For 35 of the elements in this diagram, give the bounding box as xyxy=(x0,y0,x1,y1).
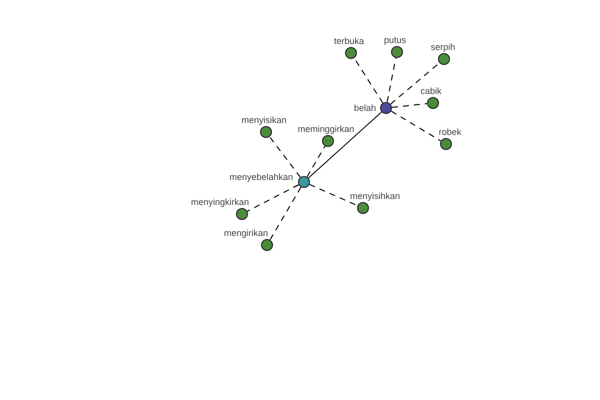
edge-line xyxy=(309,184,358,206)
node-label: cabik xyxy=(420,86,442,96)
edge-line xyxy=(246,184,300,212)
node-label: serpih xyxy=(430,42,456,52)
node-dot xyxy=(260,126,272,138)
edge-line xyxy=(270,186,302,240)
node-label: robek xyxy=(438,127,462,137)
node-dot xyxy=(380,102,392,114)
node-dot xyxy=(322,135,334,147)
edge-line xyxy=(390,110,442,142)
node-dot xyxy=(261,239,273,251)
node-label: belah xyxy=(354,103,376,113)
node-label: menyisikan xyxy=(241,115,287,125)
node-dot xyxy=(357,202,369,214)
node-label: terbuka xyxy=(334,36,364,46)
node-dot xyxy=(298,176,310,188)
node-label: putus xyxy=(384,35,406,45)
node-dot xyxy=(427,97,439,109)
edge-line xyxy=(269,136,301,178)
edge-line xyxy=(390,62,440,105)
edge-line xyxy=(306,146,326,178)
node-label: mengirikan xyxy=(224,228,268,238)
node-dot xyxy=(438,53,450,65)
edge-line xyxy=(308,112,382,178)
edge-line xyxy=(386,57,396,103)
edge-line xyxy=(391,103,428,108)
node-label: menyebelahkan xyxy=(229,172,293,182)
node-label: meminggirkan xyxy=(298,124,354,134)
node-dot xyxy=(391,46,403,58)
node-label: menyisihkan xyxy=(350,191,400,201)
node-label: menyingkirkan xyxy=(190,197,250,207)
node-dot xyxy=(236,208,248,220)
edge-line xyxy=(354,58,384,104)
node-dot xyxy=(440,138,452,150)
node-dot xyxy=(345,47,357,59)
